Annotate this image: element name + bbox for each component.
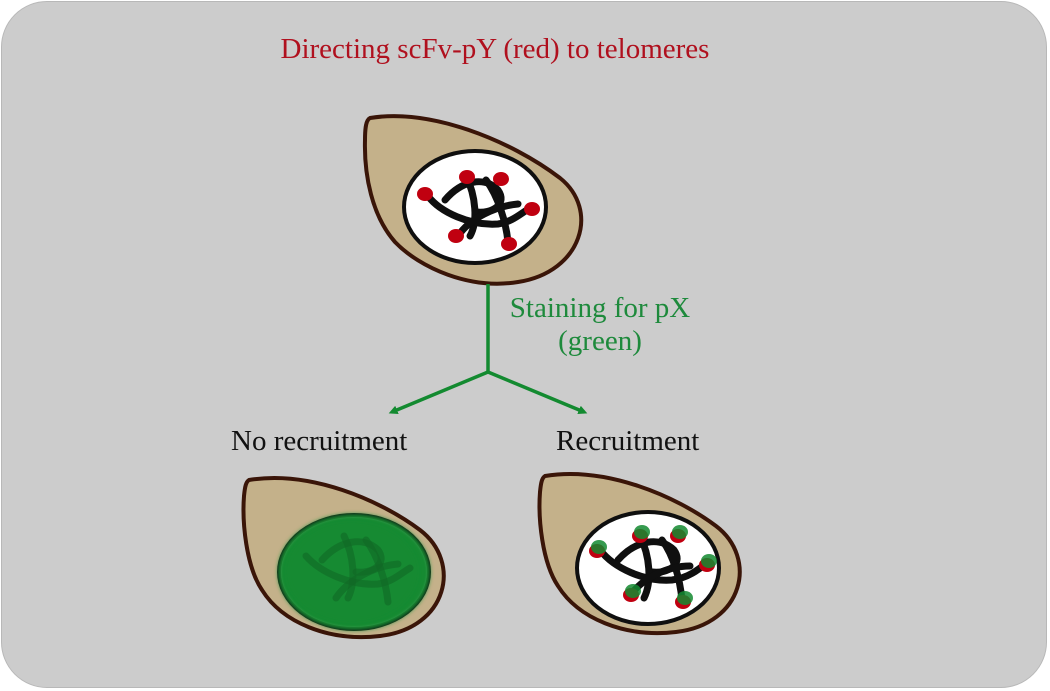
staining-label-line2: (green) [558, 325, 642, 358]
red-focus [417, 187, 433, 201]
right-colocalized-foci [589, 525, 717, 609]
top-red-foci [417, 170, 540, 251]
colocalized-focus [699, 554, 717, 572]
colocalized-focus [589, 540, 607, 558]
colocalized-focus [670, 525, 688, 543]
red-focus [493, 172, 509, 186]
colocalized-focus [632, 525, 650, 543]
staining-label: Staining for pX (green) [484, 292, 716, 358]
colocalized-focus [623, 584, 641, 602]
left-diffuse-green [278, 514, 430, 630]
colocalized-focus [675, 591, 693, 609]
top-cell [362, 114, 584, 286]
red-focus [448, 229, 464, 243]
staining-label-line1: Staining for pX [509, 292, 691, 324]
branch-arrows [388, 284, 588, 415]
branch-arrow-right [487, 370, 588, 415]
red-focus [524, 202, 540, 216]
red-focus [459, 170, 475, 184]
left-cell [241, 476, 446, 639]
right-cell [537, 472, 742, 635]
branch-arrow-left [388, 370, 489, 415]
no-recruitment-label: No recruitment [231, 425, 408, 457]
recruitment-label: Recruitment [556, 425, 700, 457]
red-focus [501, 237, 517, 251]
diagram-title: Directing scFv-pY (red) to telomeres [280, 33, 710, 65]
